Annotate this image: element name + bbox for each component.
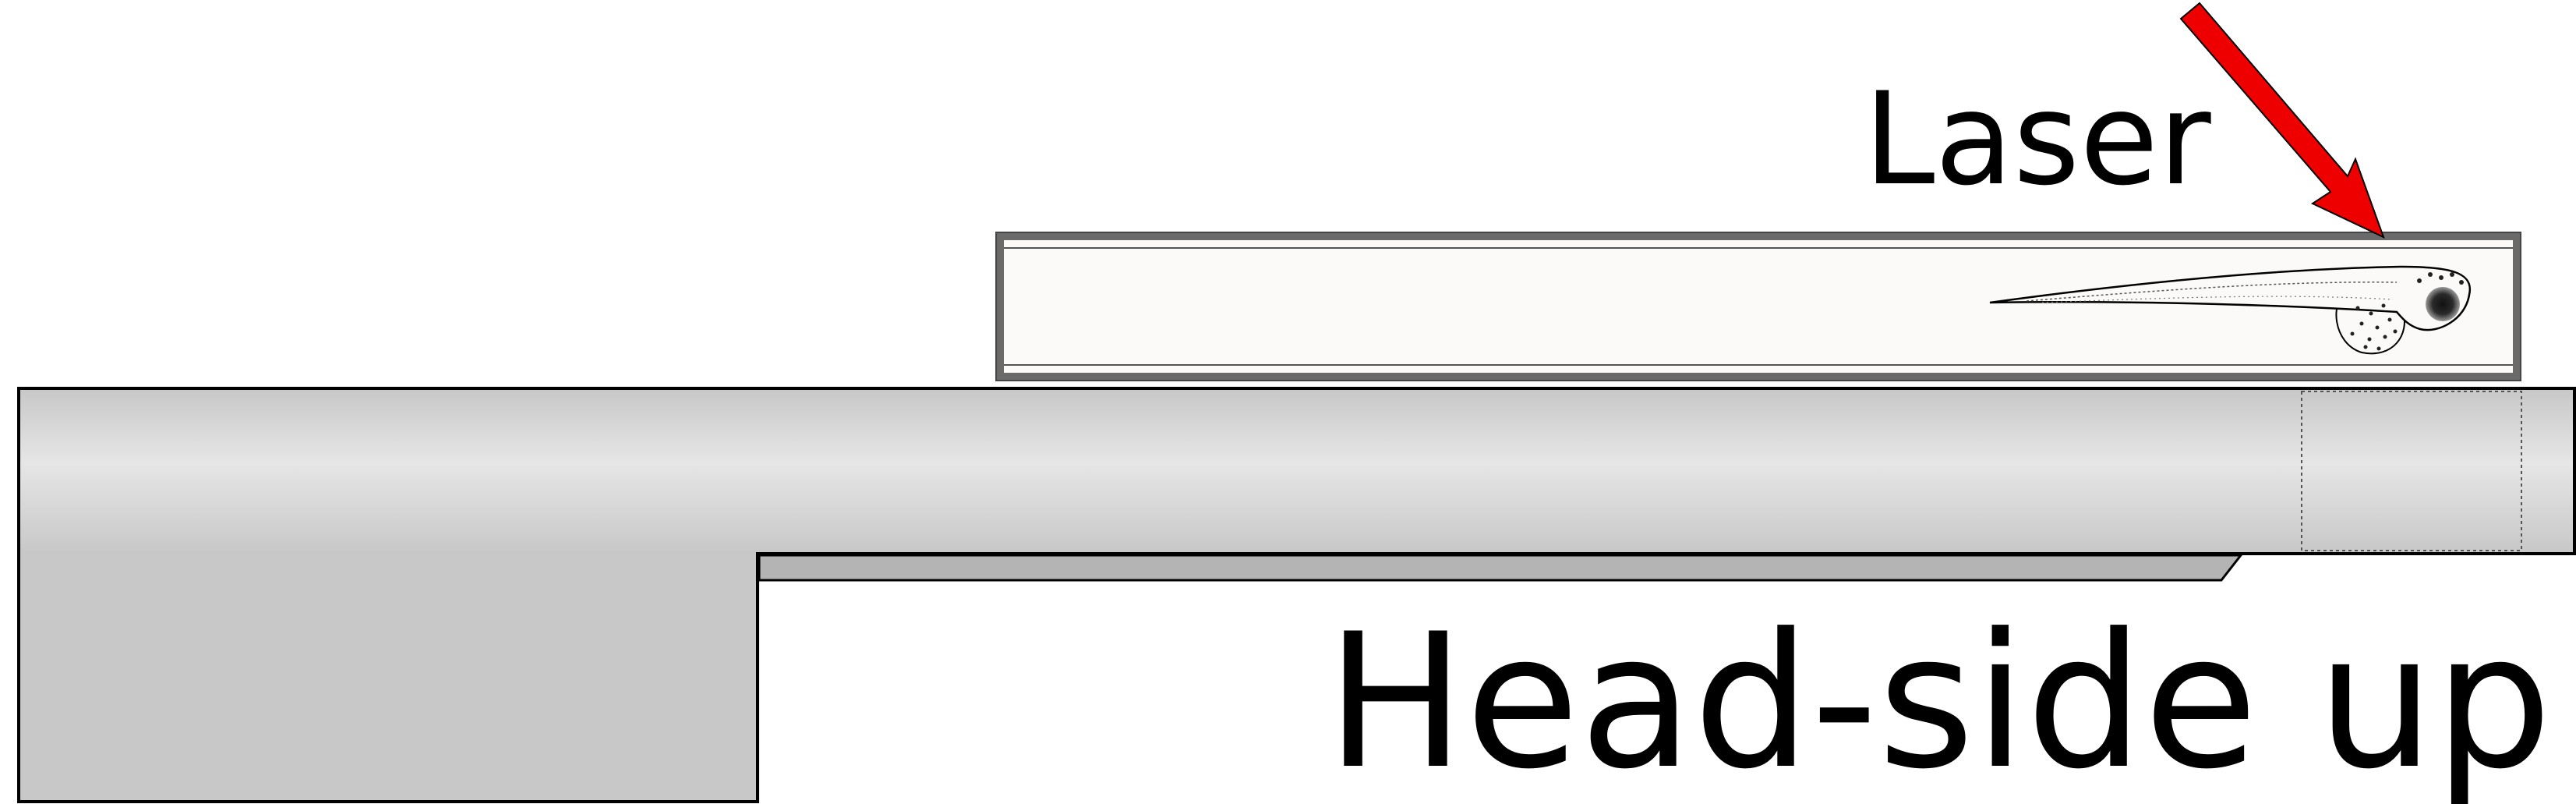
larva-notochord — [2026, 282, 2398, 302]
holder-lip — [758, 554, 2244, 582]
larva-yolk-speckles — [2350, 303, 2398, 351]
holder-outline-overlay — [17, 387, 2576, 803]
arrow-icon — [2179, 2, 2385, 239]
zebrafish-larva-icon — [1989, 265, 2472, 355]
laser-label: Laser — [1864, 65, 2211, 214]
chamber-interior — [1004, 240, 2513, 373]
larva-head-speckles — [2417, 272, 2464, 285]
sample-holder — [17, 387, 2576, 803]
larva-eye — [2426, 287, 2460, 321]
laser-arrow — [2179, 2, 2385, 239]
holder-slot — [2301, 391, 2522, 551]
orientation-label: Head-side up — [1326, 594, 2552, 804]
holder-top-bar — [20, 390, 2573, 552]
